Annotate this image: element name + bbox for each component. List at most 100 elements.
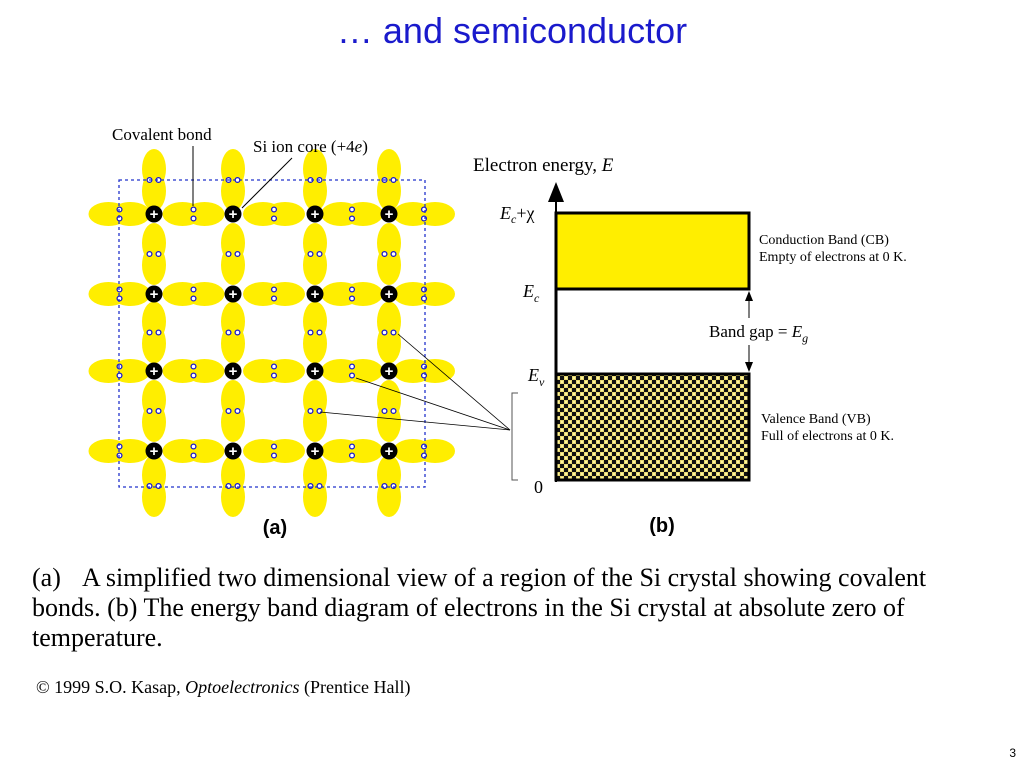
valence-electron [234, 482, 241, 490]
ion-charge-sign: + [385, 443, 394, 460]
valence-electron [190, 443, 197, 450]
valence-electron [225, 407, 232, 415]
level-ec: Ec [522, 281, 540, 305]
semiconductor-figure: ++++++++++++++++ Covalent bond Si ion co… [88, 125, 907, 539]
bond-lobe [343, 439, 383, 463]
valence-electron [155, 329, 162, 336]
valence-electron [225, 250, 232, 258]
valence-electron [390, 482, 397, 490]
caption-text: A simplified two dimensional view of a r… [32, 563, 927, 652]
valence-electron [270, 206, 278, 213]
level-ec-chi: Ec+χ [499, 203, 534, 226]
valence-electron [390, 407, 397, 415]
ion-charge-sign: + [311, 206, 320, 223]
bond-lobe [377, 323, 401, 364]
bond-lobe [110, 359, 151, 383]
bond-lobe [303, 171, 327, 211]
bond-lobe [221, 245, 245, 285]
bond-lobe [265, 359, 305, 383]
valence-electron [190, 372, 197, 379]
valence-electron [420, 215, 428, 222]
valence-electron [381, 407, 388, 415]
bond-lobe [184, 439, 225, 463]
valence-electron [234, 250, 241, 258]
band-gap-label: Band gap = Eg [709, 322, 808, 345]
ion-charge-sign: + [229, 286, 238, 303]
valence-electron [348, 443, 356, 450]
valence-electron [270, 295, 278, 302]
valence-bracket [511, 392, 518, 481]
si-ion-core [380, 285, 398, 303]
credit-author: © 1999 S.O. Kasap, [36, 677, 186, 697]
valence-electron [381, 482, 388, 490]
ion-charge-sign: + [311, 363, 320, 380]
valence-electron [348, 215, 356, 222]
si-ion-core [380, 205, 398, 223]
bond-lobe [415, 439, 455, 463]
bond-lobe [415, 202, 455, 226]
valence-electron [270, 372, 278, 379]
valence-electron [420, 452, 428, 459]
bond-lobe [377, 245, 401, 285]
valence-electron [234, 329, 241, 336]
electron-pointer-2 [355, 377, 511, 431]
valence-electron [270, 443, 278, 450]
cb-line2: Empty of electrons at 0 K. [759, 250, 907, 265]
valence-electron [381, 250, 388, 258]
valence-electron [420, 295, 428, 302]
si-ion-core [380, 442, 398, 460]
ion-charge-sign: + [385, 206, 394, 223]
valence-electron [155, 482, 162, 490]
valence-electron [146, 482, 153, 490]
valence-electron [307, 482, 314, 490]
si-ion-core [224, 285, 242, 303]
si-ion-core [380, 362, 398, 380]
valence-electron [348, 295, 356, 302]
bond-lobe [303, 402, 327, 442]
electron-pointer-3 [319, 411, 511, 431]
valence-electron [190, 215, 197, 222]
si-ion-core [145, 442, 163, 460]
bond-lobe [377, 477, 401, 517]
page-number: 3 [1009, 746, 1016, 760]
ion-charge-sign: + [229, 206, 238, 223]
valence-electron [146, 407, 153, 415]
valence-electron [348, 206, 356, 213]
bond-lobe [110, 202, 151, 226]
valence-electron [307, 329, 314, 336]
bond-lobe [142, 323, 166, 364]
level-ev: Ev [527, 365, 545, 389]
si-ion-core [306, 362, 324, 380]
ion-charge-sign: + [385, 363, 394, 380]
valence-electron [348, 286, 356, 293]
valence-electron [316, 407, 323, 415]
bond-lobe [184, 359, 225, 383]
vb-line1: Valence Band (VB) [761, 412, 871, 427]
ion-charge-sign: + [311, 286, 320, 303]
si-ion-core [224, 205, 242, 223]
valence-electron [190, 295, 197, 302]
si-ion-core [145, 285, 163, 303]
bond-lobe [343, 282, 383, 306]
conduction-band [554, 211, 751, 291]
valence-electron [225, 482, 232, 490]
valence-electron [390, 250, 397, 258]
valence-band [554, 372, 751, 482]
figure-caption: (a)A simplified two dimensional view of … [32, 563, 992, 653]
valence-electron [420, 443, 428, 450]
valence-electron [270, 215, 278, 222]
valence-electron [420, 206, 428, 213]
si-ion-core [145, 362, 163, 380]
valence-electron [190, 363, 197, 370]
valence-electron [348, 372, 356, 379]
bond-lobe [343, 359, 383, 383]
valence-electron [316, 250, 323, 258]
si-ion-core [306, 205, 324, 223]
vb-line2: Full of electrons at 0 K. [761, 429, 894, 444]
valence-electron [225, 329, 232, 336]
valence-electron [381, 329, 388, 336]
valence-electron [190, 286, 197, 293]
bond-lobe [221, 477, 245, 517]
valence-electron [390, 329, 397, 336]
bond-lobe [415, 359, 455, 383]
